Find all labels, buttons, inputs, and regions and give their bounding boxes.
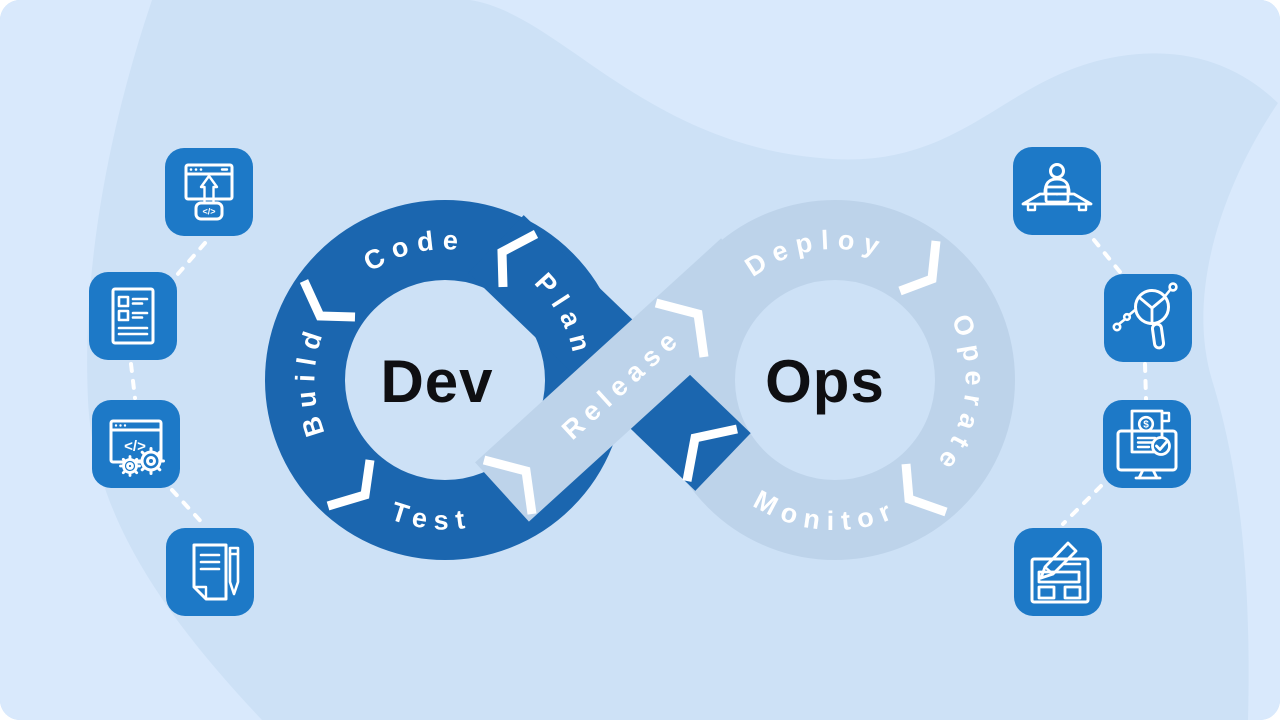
icon-tile-analytics-magnifier — [1104, 274, 1192, 362]
browser-code-upload-icon — [184, 163, 234, 221]
ops-label: Ops — [765, 348, 885, 415]
divider-code-build — [299, 279, 356, 322]
divider-release-deploy — [654, 298, 709, 358]
code-window-gears-icon — [109, 419, 165, 477]
icon-tile-monitor-invoice-check: $ — [1103, 400, 1191, 488]
tile-bg — [89, 272, 177, 360]
monitor-invoice-check-icon — [1116, 409, 1178, 480]
segment-dividers — [299, 230, 948, 517]
person-at-desk-icon — [1021, 163, 1093, 212]
icon-tile-browser-code-upload: </> — [165, 148, 253, 236]
background-blob-left — [0, 0, 262, 720]
tile-bg — [166, 528, 254, 616]
icon-tile-form-edit — [1014, 528, 1102, 616]
divider-monitor-band — [682, 424, 738, 482]
divider-plan-code — [497, 230, 539, 288]
release-band — [475, 238, 775, 522]
connector-right-3-4 — [1061, 484, 1103, 526]
requirements-checklist-icon — [111, 287, 155, 345]
tile-bg — [165, 148, 253, 236]
document-pencil-icon — [192, 543, 240, 601]
tile-bg — [1103, 400, 1191, 488]
icon-tile-person-at-desk — [1013, 147, 1101, 235]
icon-tile-code-window-gears: </> — [92, 400, 180, 488]
dollar-glyph: $ — [1143, 420, 1149, 431]
code-glyph: </> — [202, 207, 215, 217]
divider-deploy-operate — [898, 240, 941, 296]
connector-right-2-3 — [1143, 362, 1148, 401]
connector-left-3-4 — [170, 488, 208, 529]
form-edit-icon — [1030, 541, 1090, 604]
dev-label: Dev — [380, 348, 493, 415]
code-glyph: </> — [124, 438, 146, 455]
divider-build-test — [326, 459, 375, 511]
divider-test-release — [482, 455, 537, 515]
background-blob-right — [1203, 100, 1280, 720]
background-blob-top — [470, 0, 1280, 160]
icon-tile-requirements-checklist — [89, 272, 177, 360]
infinity-loop — [265, 200, 1015, 560]
divider-operate-monitor — [901, 463, 948, 517]
connector-left-2-3 — [129, 362, 137, 400]
tile-bg — [1013, 147, 1101, 235]
tile-bg — [1104, 274, 1192, 362]
analytics-magnifier-icon — [1112, 282, 1178, 350]
icon-tile-document-pencil — [166, 528, 254, 616]
